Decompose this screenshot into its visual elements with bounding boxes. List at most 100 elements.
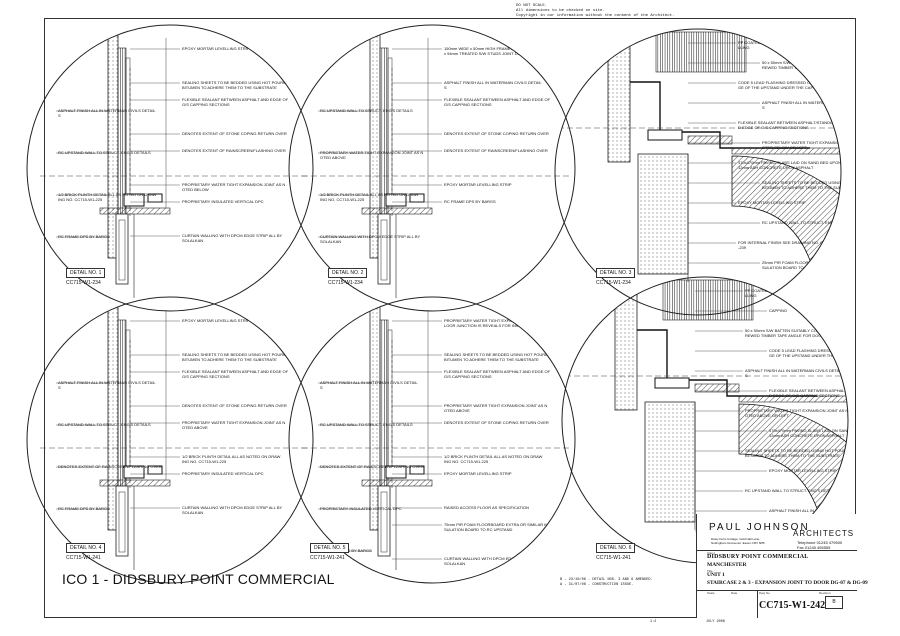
detail-callout-cont: BITUMEN TO ADHERE THEM TO THE SUBSTRATE — [182, 85, 277, 90]
detail-callout-cont: OTED BELOW OR LEFT — [762, 145, 807, 150]
detail-callout-cont: x 94mm TREATED S/W STUDS JOINT DRILLED, … — [444, 51, 545, 56]
drawing-number: CC715-W1-242 — [759, 600, 826, 611]
detail-callout-cont: OTED ABOVE — [444, 408, 470, 413]
title-label: Title — [707, 569, 713, 573]
detail-5: PROPRIETARY WATER TIGHT EXPANSION JOINT … — [288, 296, 576, 584]
detail-callout: EPOXY MORTAR LEVELLING STRIP — [769, 468, 837, 473]
detail-callout: RAISED ACCESS FLOOR AS SPECIFICATION — [444, 505, 529, 510]
sheet-border — [44, 18, 856, 618]
detail-callout-cont: ING NO. CC715-W1-225 — [444, 459, 489, 464]
detail-callout: RC UPSTAND WALL TO STRUCT. ENG'S DETAILS — [320, 422, 413, 427]
detail-callout-cont: BITUMEN TO ADHERE THEM TO THE SUBSTRATE — [444, 357, 539, 362]
detail-callout: CURTAIN WALLING WITH DPCM EDGE STRIP ALL… — [444, 556, 544, 561]
detail-callout-cont: SULATION BOARD TO SCREED PERIMETER — [762, 265, 846, 270]
detail-callout: FLEXIBLE SEALANT BETWEEN ASPHALT AND EDG… — [444, 369, 551, 374]
detail-callout-cont: D EDGE OF G/S CAPPING SECTIONS — [738, 125, 809, 130]
detail-circle — [288, 296, 576, 584]
detail-callout: DENOTES EXTENT OF RAINSCREEN/FLASHING OV… — [58, 464, 162, 469]
detail-callout: ASPHALT FINISH ALL IN WATERMAN CIVILS DE… — [444, 80, 542, 85]
detail-callout-cont: ING NO. CC715-W1-225 — [58, 197, 103, 202]
detail-callout: 1/2 BRICK PLINTH DETAIL ALL AS NOTED ON … — [320, 192, 419, 197]
detail-reference: CC715-W1-241 — [310, 555, 345, 561]
firm-name: PAUL JOHNSON — [709, 522, 810, 533]
detail-callout-cont: BITUMEN TO ADHERE THEM TO THE SUBSTRATE — [762, 185, 857, 190]
detail-callout: SEALING SHEETS TO BE BEDDED USING HOT PO… — [444, 352, 551, 357]
note-line: DO NOT SCALE. — [516, 4, 548, 8]
detail-callout: RC FRAME DPS BY BARGS — [58, 506, 110, 511]
detail-callout: RC UPSTAND WALL TO STRUCT. ENG'S DETAILS — [762, 220, 855, 225]
detail-callout-cont: SOLALKAN — [444, 561, 465, 566]
detail-callout: ASPHALT FINISH ALL IN WATERMAN CIVILS DE… — [320, 380, 418, 385]
detail-number-label: DETAIL NO. 2 — [328, 268, 368, 278]
detail-callout: RC UPSTAND WALL TO STRUCT. ENG'S DETAILS — [320, 108, 413, 113]
detail-callout: FOR INTERNAL FINISH SEE DRAWING NO. CC71… — [738, 240, 841, 245]
detail-callout: SEALING SHEETS TO BE BEDDED USING HOT PO… — [762, 180, 869, 185]
detail-callout: PROPRIETARY INSULATED VERTICAL DPC — [182, 199, 264, 204]
detail-circle — [288, 24, 576, 312]
detail-callout: RC FRAME DPS BY BARGS — [444, 199, 496, 204]
firm-type: ARCHITECTS — [793, 529, 855, 538]
detail-callout-cont: G/S CAPPING SECTIONS — [182, 374, 230, 379]
detail-number-label: DETAIL NO. 6 — [596, 543, 636, 553]
detail-callout: RC UPSTAND WALL TO STRUCT. ENG'S DETAILS — [745, 488, 838, 493]
detail-callout-cont: G/S CAPPING SECTIONS — [444, 374, 492, 379]
detail-callout: ASPHALT FINISH ALL IN WATERMAN CIVILS DE… — [58, 380, 156, 385]
detail-callout-cont: REWED TIMBER TAPE ANGLE FOR DOOR THRESHO… — [745, 333, 854, 338]
title-block: PAUL JOHNSON ARCHITECTS Daisy Farm Cotta… — [696, 514, 868, 618]
detail-callout: PROPRIETARY WATER TIGHT EXPANSION JOINT … — [444, 403, 547, 408]
divider — [757, 590, 758, 618]
detail-callout-cont: LLING — [745, 293, 757, 298]
detail-circle — [26, 24, 314, 312]
detail-1: EPOXY MORTAR LEVELLING STRIP ASPHALT FINI… — [26, 24, 314, 312]
detail-callout-cont: OTED ABOVE — [182, 425, 208, 430]
dwg-no-label: Dwg No. — [759, 591, 771, 595]
detail-callout-cont: S — [320, 385, 323, 390]
detail-callout: ASPHALT FINISH ALL IN WATERMAN CIVILS DE… — [769, 508, 867, 513]
detail-callout: SEALING SHEETS TO BE BEDDED USING HOT PO… — [182, 80, 289, 85]
divider — [697, 590, 857, 591]
revision-line: A - 31/07/06 - CONSTRUCTION ISSUE. — [560, 583, 634, 587]
detail-callout: CAPPING — [769, 308, 787, 313]
scale-label: Scale — [707, 591, 715, 595]
detail-callout: 75mm PIR FOAM FLOORBOARD EXTRA OR SIMILA… — [444, 522, 548, 527]
detail-callout: 1/2 BRICK PLINTH DETAIL ALL AS NOTED ON … — [58, 192, 157, 197]
sheet-title: ICO 1 - DIDSBURY POINT COMMERCIAL — [62, 571, 335, 587]
detail-number-label: DETAIL NO. 5 — [310, 543, 350, 553]
revision-label: Revision — [819, 591, 831, 595]
detail-callout: ASPHALT FINISH ALL IN WATERMAN CIVILS DE… — [58, 108, 156, 113]
detail-callout: 470x470mm PAVING SLABS LAID ON SAND BED … — [769, 428, 872, 433]
detail-reference: CC715-W1-234 — [596, 280, 631, 286]
detail-callout: EPOXY MORTAR LEVELLING STRIP — [444, 182, 512, 187]
detail-callout: DENOTES EXTENT OF STONE COPING RETURN OV… — [444, 131, 549, 136]
detail-number-label: DETAIL NO. 3 — [596, 268, 636, 278]
detail-callout: PROPRIETARY WATER TIGHT EXPANSION JOINT … — [444, 318, 548, 323]
detail-callout: FLEXIBLE SEALANT BETWEEN ASPHALT AND EDG… — [182, 369, 289, 374]
detail-callout: EPOXY MORTAR LEVELLING STRIP — [182, 46, 250, 51]
detail-callout-cont: 12mm ASH CONCRETE UPON ASPHALT — [769, 433, 845, 438]
detail-reference: CC715-W1-241 — [66, 555, 101, 561]
detail-callout-cont: D EDGE OF G/S CAPPING SECTIONS — [769, 393, 840, 398]
detail-callout: DENOTES EXTENT OF STONE COPING RETURN OV… — [182, 403, 287, 408]
detail-callout-cont: G/S CAPPING SECTIONS — [444, 102, 492, 107]
detail-callout: SEALING SHEETS TO BE BEDDED USING HOT PO… — [745, 448, 852, 453]
detail-callout-cont: SOLALKAN — [182, 238, 203, 243]
detail-callout: PP COATED DRIP TRIM TO BASE OF RAINSCREE… — [745, 288, 849, 293]
firm-fax: Fax 01245 455555 — [797, 545, 831, 550]
detail-callout: RC UPSTAND WALL TO STRUCT. ENG'S DETAILS — [58, 150, 151, 155]
detail-callout: FLEXIBLE SEALANT BETWEEN ASPHALT AND EDG… — [182, 97, 289, 102]
revision-line: B - 23/10/06 - DETAIL NOS. 3 AND 6 AMEND… — [560, 578, 653, 582]
detail-callout-cont: LLING — [738, 45, 750, 50]
detail-callout: ASPHALT FINISH ALL IN WATERMAN CIVILS DE… — [762, 100, 860, 105]
detail-callout: EPOXY MORTAR LEVELLING STRIP — [444, 471, 512, 476]
detail-callout: ASPHALT FINISH ALL IN WATERMAN CIVILS DE… — [745, 368, 843, 373]
detail-callout: PROPRIETARY INSULATED VERTICAL DPC — [182, 471, 264, 476]
detail-number-label: DETAIL NO. 1 — [66, 268, 106, 278]
detail-callout: RC FRAME DPS BY BARGS — [58, 234, 110, 239]
detail-callout: CODE 5 LEAD FLASHING DRESSED OVER THE TO… — [769, 348, 874, 353]
detail-callout-cont: BITUMEN TO ADHERE THEM TO THE SUBSTRATE — [745, 453, 840, 458]
detail-callout-cont: ING NO. CC715-W1-225 — [182, 459, 227, 464]
detail-callout: CURTAIN WALLING WITH DPCM EDGE STRIP ALL… — [182, 233, 282, 238]
detail-callout-cont: S — [444, 85, 447, 90]
detail-callout: FLEXIBLE SEALANT BETWEEN ASPHALT/STANDIN… — [769, 388, 875, 393]
